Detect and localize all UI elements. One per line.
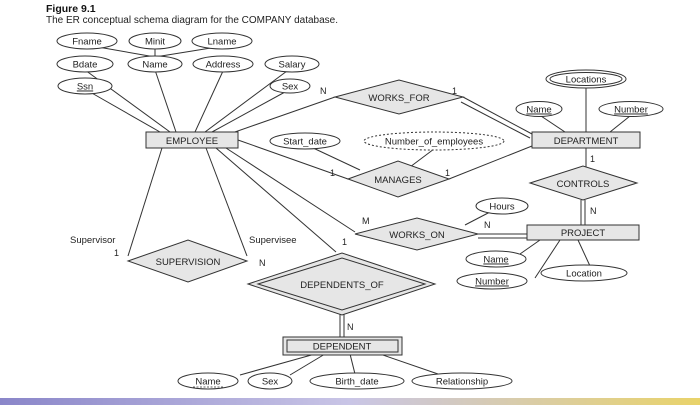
attribute-ssn-label: Ssn: [77, 82, 93, 93]
relationship-controls: CONTROLS: [528, 165, 639, 201]
attribute-dept-name: Name: [515, 101, 563, 117]
card-works-for-department: 1: [452, 86, 457, 96]
attribute-bdate-label: Bdate: [73, 60, 98, 71]
relationship-supervision: SUPERVISION: [126, 239, 249, 283]
attribute-hours: Hours: [475, 197, 529, 215]
attribute-bdate: Bdate: [56, 55, 114, 73]
attribute-hours-label: Hours: [489, 202, 515, 213]
attribute-birth-date-label: Birth_date: [335, 377, 378, 388]
relationship-manages-label: MANAGES: [374, 175, 422, 186]
relationship-dependents-of-label: DEPENDENTS_OF: [300, 280, 384, 291]
attribute-locations-label: Locations: [566, 75, 607, 86]
relationship-controls-label: CONTROLS: [557, 179, 610, 190]
attribute-start-date-label: Start_date: [283, 137, 327, 148]
card-supervisee: N: [259, 258, 266, 268]
attribute-start-date: Start_date: [269, 132, 341, 150]
attribute-proj-name: Name: [465, 250, 527, 268]
card-dependents-of-employee: 1: [342, 237, 347, 247]
entity-dependent-label: DEPENDENT: [313, 342, 372, 353]
relationship-works-for-label: WORKS_FOR: [368, 93, 429, 104]
role-supervisee: Supervisee: [249, 235, 297, 246]
attribute-emp-sex: Sex: [269, 78, 311, 94]
attribute-address: Address: [192, 55, 254, 73]
attribute-lname-label: Lname: [207, 37, 236, 48]
attribute-dept-number: Number: [598, 101, 664, 117]
attribute-proj-number: Number: [456, 272, 528, 290]
attribute-emp-name: Name: [127, 55, 183, 73]
attribute-minit: Minit: [128, 32, 182, 50]
attribute-fname: Fname: [56, 32, 118, 50]
relationship-supervision-label: SUPERVISION: [156, 257, 221, 268]
relationship-works-on: WORKS_ON: [354, 217, 480, 251]
relationship-works-for: WORKS_FOR: [333, 79, 465, 115]
attribute-birth-date: Birth_date: [309, 372, 405, 390]
attribute-dep-name-label: Name: [195, 377, 220, 388]
entity-employee-label: EMPLOYEE: [166, 136, 218, 147]
connector-lines: [84, 46, 631, 376]
attribute-relationship: Relationship: [411, 372, 513, 390]
bottom-accent-bar: [0, 398, 700, 405]
entity-employee: EMPLOYEE: [145, 131, 239, 149]
relationship-works-on-label: WORKS_ON: [389, 230, 445, 241]
card-manages-department: 1: [445, 168, 450, 178]
attribute-location-label: Location: [566, 269, 602, 280]
attribute-lname: Lname: [191, 32, 253, 50]
attribute-address-label: Address: [206, 60, 241, 71]
attribute-emp-sex-label: Sex: [282, 82, 299, 93]
relationship-dependents-of: DEPENDENTS_OF: [246, 252, 437, 316]
card-manages-employee: 1: [330, 168, 335, 178]
attribute-dept-number-label: Number: [614, 105, 648, 116]
role-supervisor: Supervisor: [70, 235, 115, 246]
entity-department-label: DEPARTMENT: [554, 136, 619, 147]
entity-dependent: DEPENDENT: [282, 336, 403, 356]
attribute-relationship-label: Relationship: [436, 377, 488, 388]
attribute-location: Location: [540, 264, 628, 282]
attribute-emp-name-label: Name: [142, 60, 167, 71]
card-works-on-project: N: [484, 220, 491, 230]
attribute-number-of-employees-label: Number_of_employees: [385, 137, 483, 148]
attribute-number-of-employees: Number_of_employees: [363, 131, 505, 151]
entity-project: PROJECT: [526, 224, 640, 241]
card-works-on-employee: M: [362, 216, 370, 226]
attribute-salary: Salary: [264, 55, 320, 73]
figure-caption: The ER conceptual schema diagram for the…: [46, 15, 338, 26]
entity-department: DEPARTMENT: [531, 131, 641, 149]
card-controls-project: N: [590, 206, 597, 216]
attribute-minit-label: Minit: [145, 37, 165, 48]
attribute-proj-number-label: Number: [475, 277, 509, 288]
attribute-dep-name: Name: [177, 372, 239, 390]
attribute-dep-sex-label: Sex: [262, 377, 279, 388]
attribute-fname-label: Fname: [72, 37, 102, 48]
attribute-locations: Locations: [545, 69, 627, 89]
attribute-salary-label: Salary: [279, 60, 306, 71]
card-supervisor: 1: [114, 248, 119, 258]
card-controls-department: 1: [590, 154, 595, 164]
attribute-ssn: Ssn: [57, 77, 113, 95]
card-works-for-employee: N: [320, 86, 327, 96]
figure-title: Figure 9.1: [46, 3, 96, 15]
entity-project-label: PROJECT: [561, 228, 606, 239]
relationship-manages: MANAGES: [346, 160, 451, 198]
attribute-dep-sex: Sex: [247, 372, 293, 390]
attribute-proj-name-label: Name: [483, 255, 508, 266]
card-dependents-of-dependent: N: [347, 322, 354, 332]
attribute-dept-name-label: Name: [526, 105, 551, 116]
